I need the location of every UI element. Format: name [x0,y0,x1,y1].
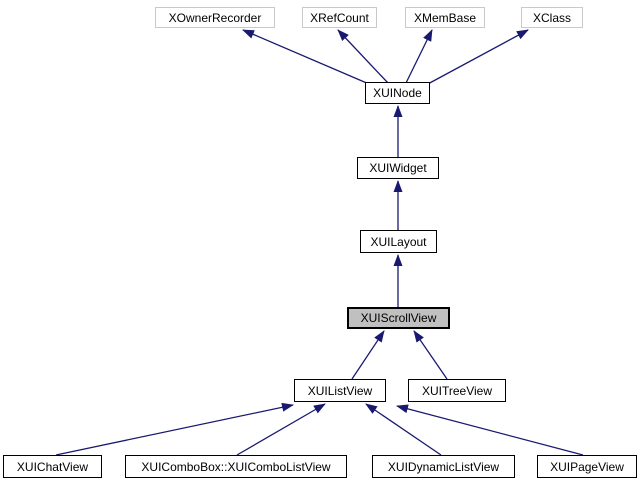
class-node-xuidynamiclistview[interactable]: XUIDynamicListView [372,455,515,478]
class-node-xownerrecorder: XOwnerRecorder [155,7,275,28]
class-node-xuichatview[interactable]: XUIChatView [3,455,102,478]
edge-xuilistview-to-xuiscrollview [351,330,385,380]
class-node-xuiwidget[interactable]: XUIWidget [357,157,439,179]
edge-xuinode-to-xrefcount [337,29,389,84]
class-node-xclass: XClass [521,7,583,28]
class-node-xmembase: XMemBase [405,7,485,28]
class-node-xuiscrollview-focus: XUIScrollView [347,307,450,329]
class-node-xuilayout[interactable]: XUILayout [360,230,437,253]
class-node-xuipageview[interactable]: XUIPageView [537,455,637,478]
class-node-xuicombolistview[interactable]: XUIComboBox::XUIComboListView [125,455,347,478]
class-node-xuilistview[interactable]: XUIListView [294,379,386,402]
class-node-xrefcount: XRefCount [302,7,377,28]
edge-xuipageview-to-xuilistview [396,404,584,456]
edge-xuidynamiclistview-to-xuilistview [365,403,442,456]
edge-xuinode-to-xmembase [405,29,433,84]
edge-xuinode-to-xownerrecorder [242,29,370,85]
edge-xuicombolistview-to-xuilistview [236,403,326,456]
class-node-xuitreeview[interactable]: XUITreeView [408,379,506,402]
edge-xuinode-to-xclass [425,29,529,86]
edge-xuichatview-to-xuilistview [55,402,294,456]
class-node-xuinode[interactable]: XUINode [365,82,430,104]
edge-xuitreeview-to-xuiscrollview [413,330,448,380]
